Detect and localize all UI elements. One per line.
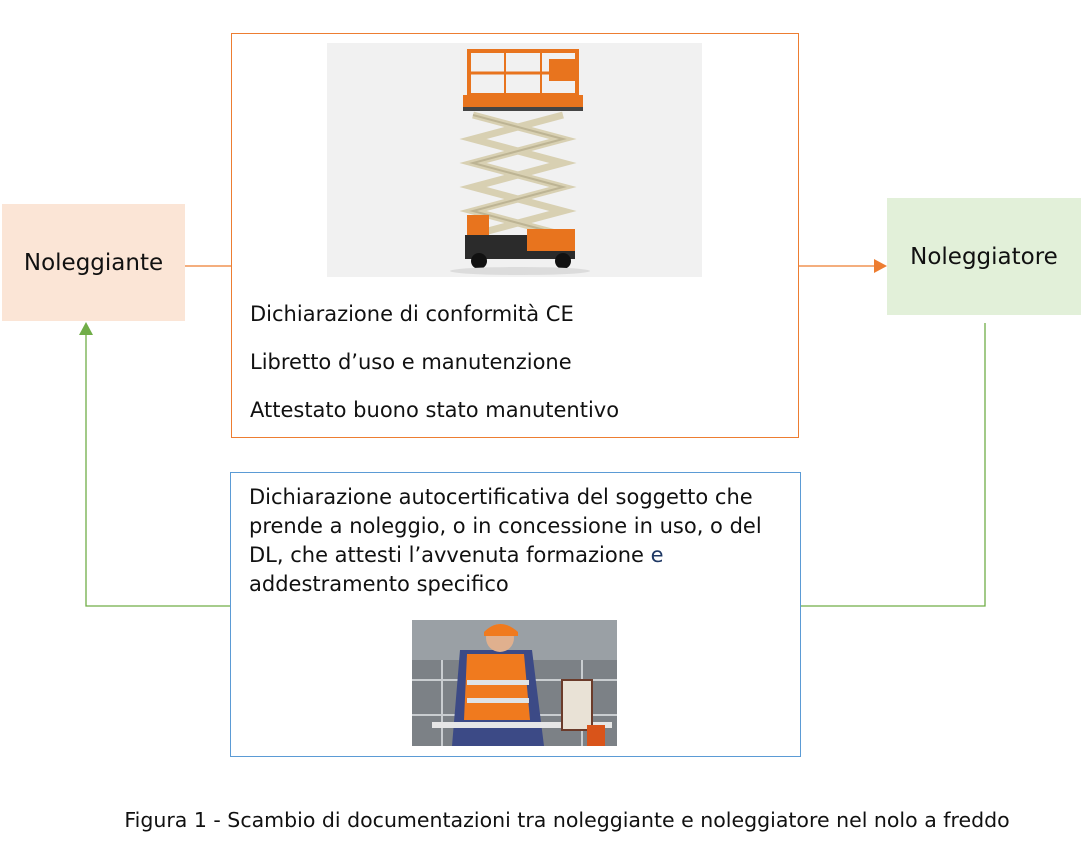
declaration-text-main: Dichiarazione autocertificativa del sogg… <box>249 485 762 567</box>
operator-photo <box>412 620 617 746</box>
connector-bottom-to-left <box>85 334 230 607</box>
document-item-ce: Dichiarazione di conformità CE <box>250 302 574 326</box>
node-noleggiante: Noleggiante <box>2 204 185 321</box>
node-noleggiatore: Noleggiatore <box>887 198 1081 315</box>
connector-right-down <box>801 323 986 607</box>
declaration-text: Dichiarazione autocertificativa del sogg… <box>249 483 789 599</box>
arrowhead-right <box>874 259 887 273</box>
node-noleggiante-label: Noleggiante <box>23 249 164 276</box>
declaration-text-end: addestramento specifico <box>249 572 509 596</box>
declaration-box: Dichiarazione autocertificativa del sogg… <box>230 472 801 757</box>
declaration-text-highlight: e <box>650 543 664 567</box>
document-item-libretto: Libretto d’uso e manutenzione <box>250 350 572 374</box>
scissor-lift-image <box>327 43 702 277</box>
documents-box: Dichiarazione di conformità CE Libretto … <box>231 33 799 438</box>
scissor-lift-illustration <box>450 49 590 275</box>
operator-illustration <box>412 620 617 746</box>
node-noleggiatore-label: Noleggiatore <box>910 243 1058 270</box>
arrowhead-up <box>79 322 93 335</box>
document-item-attestato: Attestato buono stato manutentivo <box>250 398 620 422</box>
figure-caption: Figura 1 - Scambio di documentazioni tra… <box>124 808 1010 832</box>
